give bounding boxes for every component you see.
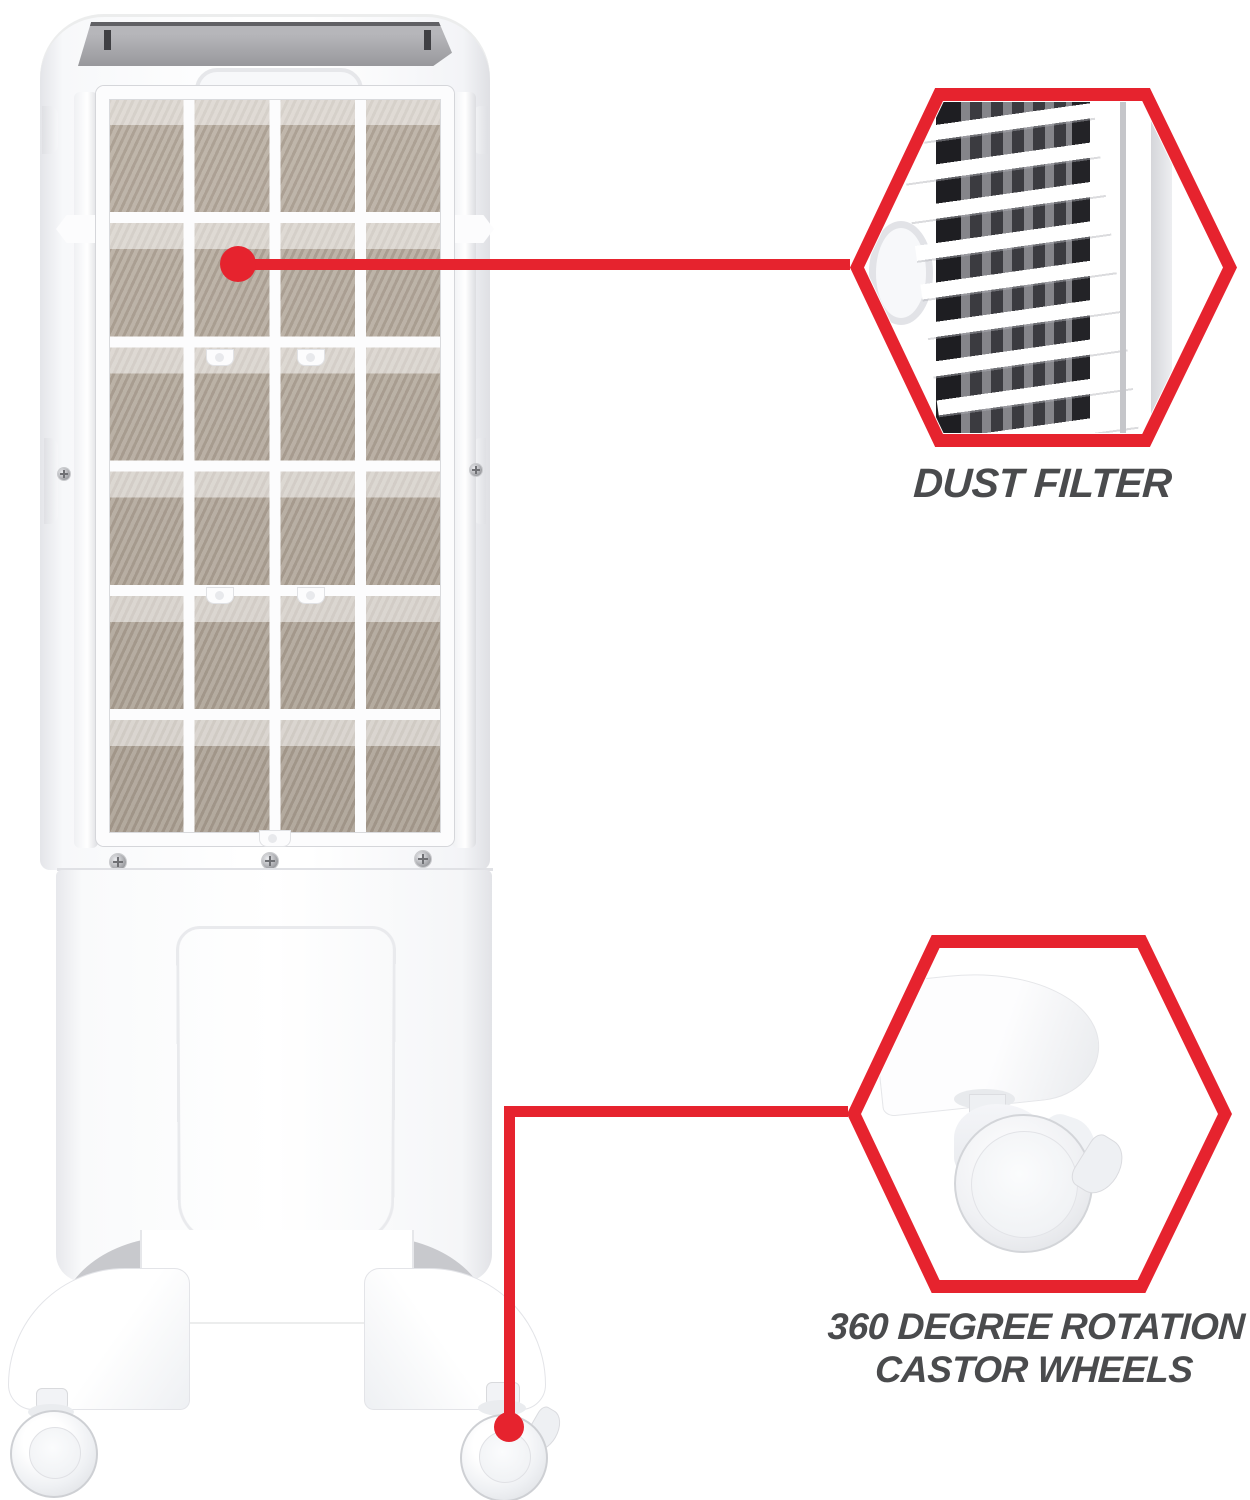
callout-dot-dust-filter bbox=[220, 246, 256, 282]
castor-wheel-zoom bbox=[954, 1114, 1094, 1254]
screw bbox=[470, 464, 482, 476]
castor-label-line1: 360 DEGREE ROTATION bbox=[826, 1306, 1246, 1347]
castor-wheels-label: 360 DEGREE ROTATION CASTOR WHEELS bbox=[798, 1306, 1250, 1392]
filter-latch-left bbox=[56, 215, 100, 243]
filter-clip bbox=[298, 588, 324, 603]
panel-gray-band bbox=[1150, 102, 1172, 433]
filter-latch-right bbox=[450, 215, 494, 243]
hexagon-castor-wheel bbox=[847, 935, 1232, 1293]
panel-seam-line bbox=[1120, 102, 1126, 433]
callout-line-dust-filter bbox=[238, 259, 850, 270]
callout-line-castor-horizontal bbox=[509, 1106, 848, 1117]
louver-slats bbox=[892, 102, 1141, 433]
callout-dot-castor bbox=[494, 1412, 524, 1442]
castor-wheel-zoom-photo bbox=[862, 949, 1217, 1279]
tank-back-panel-outline bbox=[176, 926, 396, 1244]
top-cap-notch-right bbox=[424, 30, 431, 50]
screw bbox=[110, 854, 126, 870]
body-seam bbox=[57, 868, 493, 871]
castor-label-line2: CASTOR WHEELS bbox=[874, 1348, 1194, 1390]
front-leg-left bbox=[8, 1268, 190, 1410]
screw bbox=[415, 851, 431, 867]
screw bbox=[262, 853, 278, 869]
hexagon-dust-filter bbox=[850, 88, 1237, 447]
castor-wheel-face bbox=[29, 1427, 81, 1479]
callout-line-castor-vertical bbox=[504, 1106, 515, 1432]
water-tank bbox=[56, 870, 492, 1282]
top-cap-notch-left bbox=[104, 30, 111, 50]
dust-filter-zoom-photo bbox=[865, 102, 1222, 433]
filter-clip bbox=[298, 350, 324, 365]
dust-filter-label: DUST FILTER bbox=[912, 460, 1173, 506]
filter-clip bbox=[207, 350, 233, 365]
dust-filter-mesh-grid bbox=[96, 86, 454, 846]
cooler-top-cap bbox=[78, 22, 452, 66]
filter-rail-left bbox=[74, 92, 98, 848]
castor-wheel-left bbox=[10, 1410, 98, 1498]
filter-clip bbox=[207, 588, 233, 603]
body-groove-top-left bbox=[42, 106, 58, 154]
screw bbox=[58, 468, 70, 480]
body-groove-top-right bbox=[472, 106, 488, 154]
filter-clip-bottom bbox=[260, 831, 290, 846]
castor-wheel-face bbox=[971, 1130, 1079, 1239]
body-groove-mid-left bbox=[44, 438, 58, 524]
